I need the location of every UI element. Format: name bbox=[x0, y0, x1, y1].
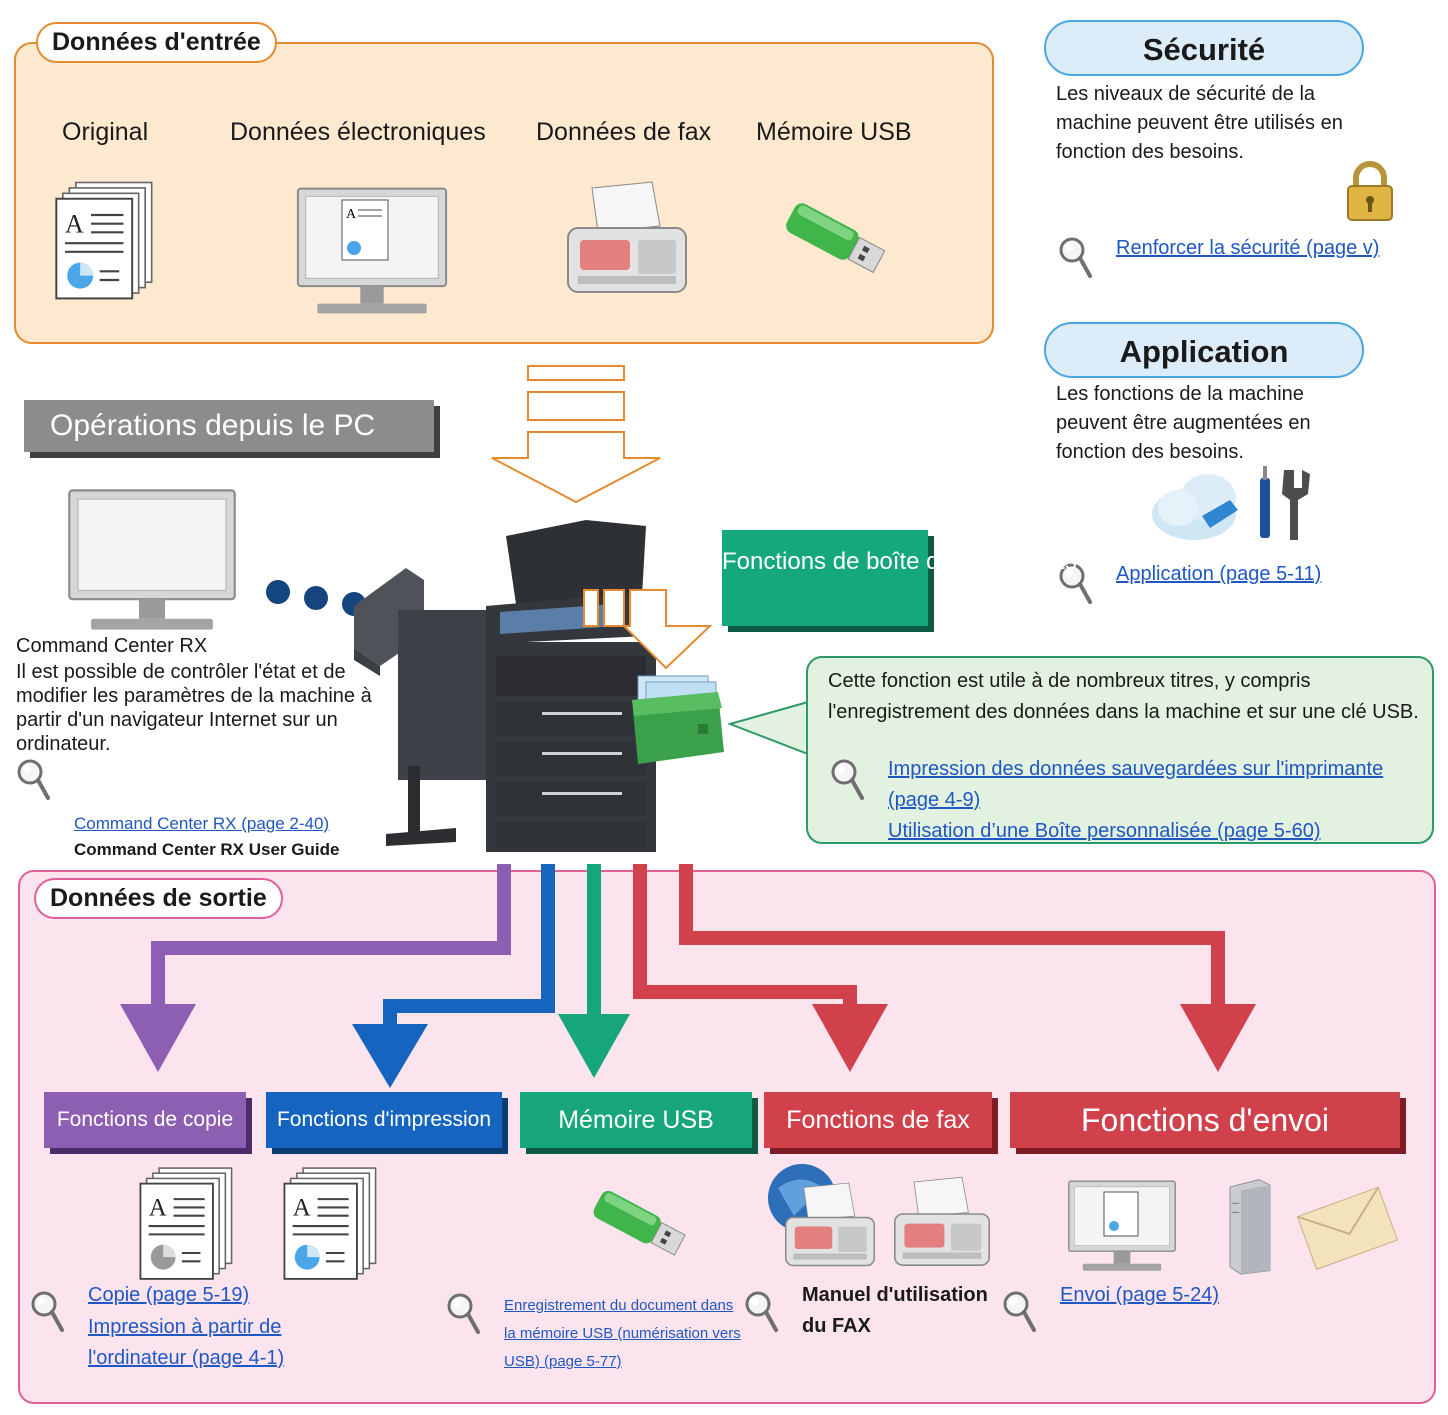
print-from-computer-link[interactable]: Impression à partir de l'ordinateur (pag… bbox=[88, 1316, 285, 1369]
email-envelope-icon bbox=[1296, 1182, 1400, 1272]
copy-functions-button[interactable]: Fonctions de copie bbox=[44, 1092, 246, 1148]
pc-send-icon bbox=[1066, 1178, 1178, 1274]
magnifier-icon bbox=[830, 758, 864, 802]
svg-text:A: A bbox=[346, 207, 357, 222]
application-link[interactable]: Application (page 5-11) bbox=[1116, 563, 1322, 585]
callout-text: Cette fonction est utile à de nombreux t… bbox=[828, 670, 1419, 723]
command-center-description: Il est possible de contrôler l'état et d… bbox=[16, 661, 372, 755]
monitor-document-icon: A bbox=[294, 184, 450, 318]
output-data-title: Données de sortie bbox=[34, 878, 283, 919]
magnifier-icon bbox=[446, 1292, 480, 1336]
security-link[interactable]: Renforcer la sécurité (page v) bbox=[1116, 237, 1380, 259]
send-link[interactable]: Envoi (page 5-24) bbox=[1060, 1284, 1219, 1306]
internet-fax-icon bbox=[768, 1164, 876, 1267]
pc-monitor-icon bbox=[64, 486, 240, 634]
server-icon bbox=[1218, 1176, 1282, 1276]
usb-memory-icon bbox=[586, 1180, 690, 1270]
callout-pointer bbox=[728, 700, 811, 756]
magnifier-icon bbox=[744, 1290, 778, 1334]
document-box-arrow bbox=[583, 589, 713, 670]
original-document-icon bbox=[52, 180, 156, 302]
application-header: Application bbox=[1044, 322, 1364, 378]
input-label-original: Original bbox=[62, 118, 149, 146]
pc-operations-banner: Opérations depuis le PC bbox=[24, 400, 434, 452]
callout-link-saved-print[interactable]: Impression des données sauvegardées sur … bbox=[888, 758, 1384, 811]
copy-link[interactable]: Copie (page 5-19) bbox=[88, 1284, 250, 1306]
fax-functions-button[interactable]: Fonctions de fax bbox=[764, 1092, 992, 1148]
fax-machine-icon bbox=[562, 178, 692, 298]
document-box-callout bbox=[806, 656, 1434, 844]
print-document-icon bbox=[280, 1166, 380, 1282]
lock-icon bbox=[1340, 160, 1400, 224]
fax-machine-icon bbox=[890, 1174, 994, 1270]
command-center-link[interactable]: Command Center RX (page 2-40) bbox=[74, 814, 330, 833]
magnifier-icon bbox=[1002, 1290, 1036, 1334]
input-label-electronic: Données électroniques bbox=[230, 118, 486, 146]
print-functions-button[interactable]: Fonctions d'impression bbox=[266, 1092, 502, 1148]
magnifier-icon bbox=[1058, 236, 1092, 280]
fax-manual-reference: Manuel d'utilisation du FAX bbox=[802, 1284, 988, 1337]
multifunction-printer-image bbox=[354, 520, 656, 852]
security-description: Les niveaux de sécurité de la machine pe… bbox=[1056, 83, 1343, 163]
magnifier-icon bbox=[16, 758, 50, 802]
callout-link-custom-box[interactable]: Utilisation d’une Boîte personnalisée (p… bbox=[888, 820, 1321, 842]
command-center-title: Command Center RX bbox=[16, 635, 208, 657]
usb-memory-button[interactable]: Mémoire USB bbox=[520, 1092, 752, 1148]
input-flow-arrow bbox=[491, 365, 661, 504]
usb-memory-icon bbox=[778, 192, 890, 288]
input-label-fax: Données de fax bbox=[536, 118, 712, 146]
magnifier-icon bbox=[30, 1290, 64, 1334]
input-label-usb: Mémoire USB bbox=[756, 118, 912, 146]
command-center-guide: Command Center RX User Guide bbox=[74, 840, 340, 859]
copy-document-icon bbox=[136, 1166, 236, 1282]
output-arrows bbox=[120, 864, 1256, 1088]
input-data-title: Données d'entrée bbox=[36, 22, 277, 63]
scan-to-usb-link[interactable]: Enregistrement du document dans la mémoi… bbox=[504, 1297, 741, 1370]
document-box-functions-button[interactable]: Fonctions de boîte de documents bbox=[722, 530, 1077, 626]
application-description: Les fonctions de la machine peuvent être… bbox=[1056, 383, 1311, 463]
send-functions-button[interactable]: Fonctions d'envoi bbox=[1010, 1092, 1400, 1148]
input-data-panel bbox=[14, 42, 994, 344]
security-header: Sécurité bbox=[1044, 20, 1364, 76]
document-box-folders-icon bbox=[632, 675, 724, 764]
cloud-tools-icon bbox=[1152, 466, 1310, 540]
